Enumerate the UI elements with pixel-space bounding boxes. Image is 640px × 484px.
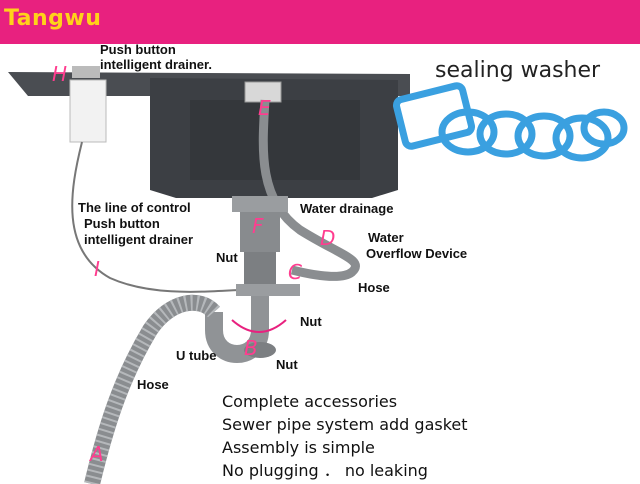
features-list: Complete accessories Sewer pipe system a… <box>222 390 468 482</box>
washer-ring-3 <box>514 112 574 160</box>
feature-item: Assembly is simple <box>222 438 375 457</box>
marker-letter-h: H <box>52 62 68 86</box>
feature-item: No plugging ． no leaking <box>222 461 428 480</box>
washer-ring-5 <box>580 108 628 148</box>
feature-item: Sewer pipe system add gasket <box>222 415 468 434</box>
feature-item: Complete accessories <box>222 392 398 411</box>
label-control-line-3: intelligent drainer <box>84 232 194 247</box>
u-tube <box>205 296 269 363</box>
marker-letter-a: A <box>90 442 104 466</box>
sink-basin-inner <box>190 100 360 180</box>
marker-letter-d: D <box>320 226 336 250</box>
u-tube-bottom-nut <box>244 342 276 358</box>
label-u-tube: U tube <box>176 348 217 363</box>
control-line-cable <box>71 141 239 293</box>
label-intelligent-drainer: intelligent drainer. <box>100 57 212 72</box>
washer-rectangle <box>392 82 476 150</box>
label-hose-2: Hose <box>137 377 169 392</box>
drain-flange <box>232 196 288 212</box>
drain-body <box>240 212 280 252</box>
label-hose-1: Hose <box>358 280 390 295</box>
corrugated-hose <box>84 294 221 484</box>
brand-logo-text: Tangwu <box>4 6 102 31</box>
marker-letter-e: E <box>258 96 271 120</box>
label-control-line-2: Push button <box>84 216 160 231</box>
push-button-cap <box>72 66 100 78</box>
rotation-arrow <box>231 319 287 333</box>
push-button-drainer-body <box>69 79 107 143</box>
sealing-washers <box>392 82 628 162</box>
label-push-button: Push button <box>100 42 176 57</box>
label-water: Water <box>368 230 404 245</box>
drain-tee-nut <box>236 284 300 296</box>
label-control-line-1: The line of control <box>78 200 191 215</box>
overflow-hose <box>258 99 360 281</box>
marker-letter-i: I <box>94 257 100 281</box>
label-nut-1: Nut <box>216 250 238 265</box>
label-water-drainage: Water drainage <box>300 201 394 216</box>
label-overflow-device: Overflow Device <box>366 246 468 261</box>
marker-letter-f: F <box>252 214 264 238</box>
top-banner: Tangwu <box>0 0 640 44</box>
label-nut-3: Nut <box>276 357 298 372</box>
label-nut-2: Nut <box>300 314 322 329</box>
label-sealing-washer: sealing washer <box>435 58 601 83</box>
washer-ring-2 <box>476 110 536 158</box>
marker-letter-c: C <box>288 260 302 284</box>
washer-ring-4 <box>552 114 612 162</box>
marker-letter-b: B <box>244 336 258 360</box>
washer-ring-1 <box>438 108 498 156</box>
